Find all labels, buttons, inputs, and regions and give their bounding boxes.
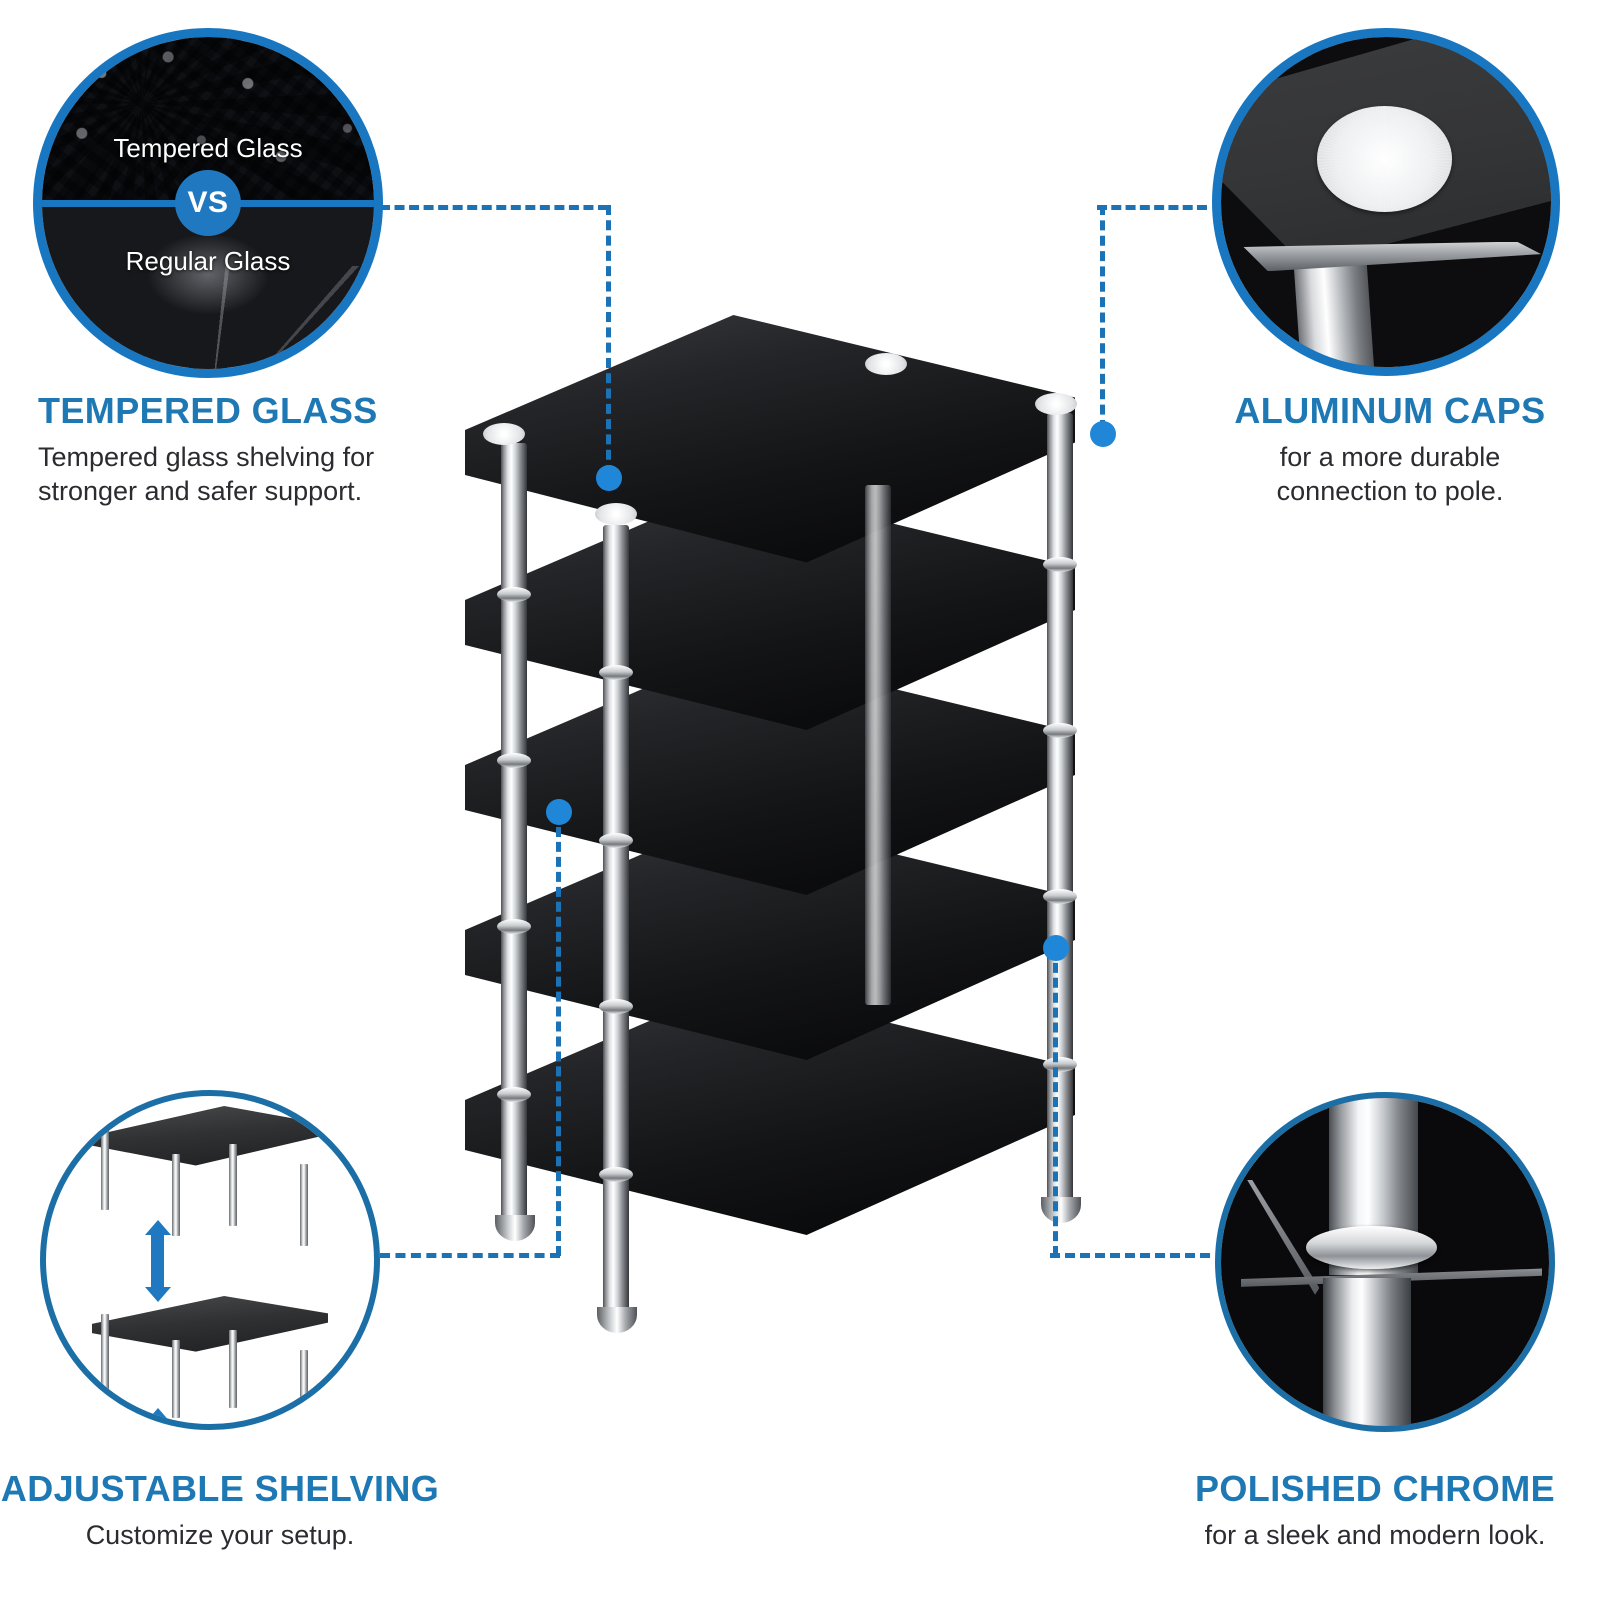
adjustable-shelving-illustration (46, 1096, 374, 1424)
chrome-pole-lower (1322, 1278, 1412, 1426)
connector-dot-aluminum-caps (1090, 421, 1116, 447)
chrome-collar-ring-icon (1306, 1225, 1438, 1269)
shelf-top (465, 315, 1075, 563)
connector-dot-chrome (1043, 935, 1069, 961)
product-image-av-stand (435, 315, 1175, 1335)
pole-ring (599, 1167, 633, 1182)
connector-chrome-horizontal (1050, 1253, 1210, 1258)
tempered-glass-body-line-1: Tempered glass shelving for (38, 441, 375, 472)
diagram-height-arrow-lower (150, 1422, 165, 1424)
connector-tempered-glass-horizontal (380, 205, 608, 210)
feature-aluminum-caps: ALUMINUM CAPS for a more durable connect… (1160, 0, 1600, 510)
tempered-glass-heading: TEMPERED GLASS (38, 390, 378, 431)
diagram-leg (101, 1128, 110, 1210)
foot-back-left (495, 1215, 535, 1241)
vs-badge: VS (175, 170, 241, 236)
pole-ring (1043, 557, 1077, 572)
tempered-glass-label: Tempered Glass (113, 133, 303, 164)
pole-ring (1043, 723, 1077, 738)
tempered-glass-body: Tempered glass shelving for stronger and… (38, 440, 428, 509)
pole-ring (599, 665, 633, 680)
aluminum-cap-disc-icon (1316, 106, 1452, 212)
diagram-leg (299, 1350, 308, 1424)
diagram-glass-plate (91, 1296, 329, 1352)
diagram-leg (172, 1340, 181, 1418)
polished-chrome-heading: POLISHED CHROME (1194, 1468, 1556, 1509)
polished-chrome-illustration (1221, 1098, 1549, 1426)
diagram-leg (299, 1164, 308, 1246)
diagram-glass-plate (91, 1106, 329, 1166)
pole-ring (497, 753, 531, 768)
pole-front-center (603, 525, 629, 1315)
polished-chrome-body: for a sleek and modern look. (1204, 1519, 1546, 1550)
tempered-glass-caption: TEMPERED GLASS Tempered glass shelving f… (38, 392, 428, 509)
connector-chrome-vertical (1053, 948, 1058, 1256)
polished-chrome-caption: POLISHED CHROME for a sleek and modern l… (1150, 1470, 1600, 1552)
pole-ring (599, 833, 633, 848)
pole-ring (497, 919, 531, 934)
adjustable-shelving-circle (40, 1090, 380, 1430)
tempered-glass-illustration: Tempered Glass VS Regular Glass (42, 37, 374, 369)
connector-dot-adjustable (546, 799, 572, 825)
foot-front-center (597, 1307, 637, 1333)
adjustable-shelving-caption: ADJUSTABLE SHELVING Customize your setup… (0, 1470, 440, 1552)
connector-adjustable-horizontal (380, 1253, 560, 1258)
feature-polished-chrome: POLISHED CHROME for a sleek and modern l… (1140, 1070, 1600, 1600)
diagram-leg (228, 1144, 237, 1226)
aluminum-caps-circle (1212, 28, 1560, 376)
aluminum-cap-top-right (1035, 393, 1077, 415)
polished-chrome-circle (1215, 1092, 1555, 1432)
diagram-height-arrow-upper (150, 1234, 165, 1288)
diagram-leg (172, 1154, 181, 1236)
regular-glass-label: Regular Glass (125, 246, 291, 277)
aluminum-caps-body-line-1: for a more durable (1279, 441, 1501, 472)
adjustable-shelving-body: Customize your setup. (85, 1519, 355, 1550)
connector-dot-tempered-glass (596, 465, 622, 491)
pole-ring (497, 587, 531, 602)
aluminum-cap-top-back (865, 353, 907, 375)
feature-adjustable-shelving: ADJUSTABLE SHELVING Customize your setup… (0, 1070, 460, 1600)
pole-back-right (865, 485, 891, 1005)
pole-ring (599, 999, 633, 1014)
pole-front-right (1047, 413, 1073, 1203)
pole-ring (1043, 889, 1077, 904)
aluminum-caps-illustration (1221, 37, 1551, 367)
tempered-glass-body-line-2: stronger and safer support. (38, 476, 363, 507)
pole-ring (1043, 1057, 1077, 1072)
diagram-leg (101, 1314, 110, 1392)
tempered-glass-circle: Tempered Glass VS Regular Glass (33, 28, 383, 378)
diagram-leg (228, 1330, 237, 1408)
aluminum-caps-caption: ALUMINUM CAPS for a more durable connect… (1180, 392, 1600, 509)
aluminum-caps-body: for a more durable connection to pole. (1180, 440, 1600, 509)
connector-aluminum-caps-horizontal (1097, 205, 1207, 210)
adjustable-shelving-heading: ADJUSTABLE SHELVING (0, 1468, 440, 1509)
aluminum-caps-heading: ALUMINUM CAPS (1234, 390, 1546, 431)
adjustable-diagram-shelf-top (91, 1106, 329, 1246)
foot-front-right (1041, 1197, 1081, 1223)
aluminum-cap-top-front (595, 503, 637, 525)
connector-aluminum-caps-vertical (1100, 205, 1105, 430)
adjustable-diagram-shelf-middle (91, 1296, 329, 1424)
aluminum-caps-body-line-2: connection to pole. (1276, 476, 1504, 507)
feature-tempered-glass: Tempered Glass VS Regular Glass TEMPERED… (0, 0, 440, 510)
connector-adjustable-vertical (556, 812, 561, 1256)
pole-ring (497, 1087, 531, 1102)
connector-tempered-glass-vertical (606, 205, 611, 475)
aluminum-cap-top-left (483, 423, 525, 445)
pole-back-left (501, 443, 527, 1223)
